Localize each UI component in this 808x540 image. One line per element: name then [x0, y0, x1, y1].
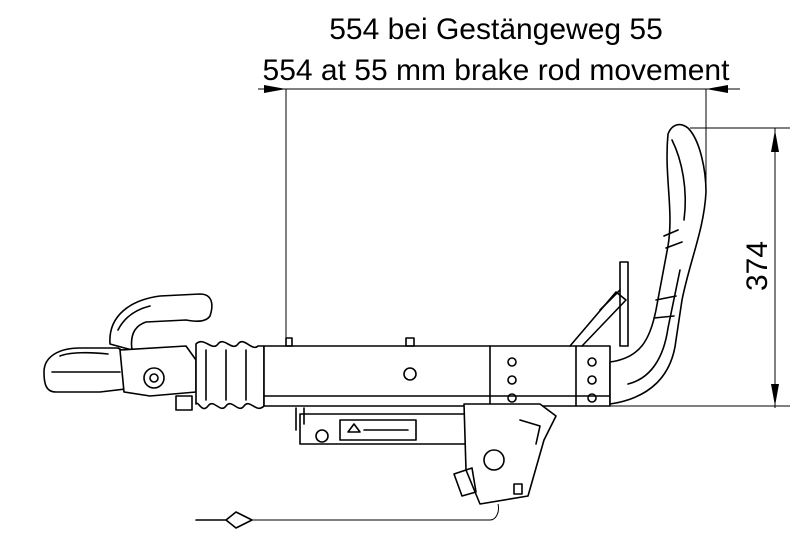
- dimension-arrow-bottom: [771, 384, 779, 406]
- dimension-title-german: 554 bei Gestängeweg 55: [329, 13, 663, 46]
- lower-mechanism: [295, 403, 557, 505]
- height-dimension-label: 374: [741, 241, 774, 291]
- dimension-arrow-left: [264, 85, 286, 93]
- brake-lever-plate: [463, 403, 557, 505]
- bellows: [195, 340, 265, 410]
- coupling-pivot: [143, 367, 165, 389]
- vertical-dimension: [610, 127, 790, 408]
- breakaway-cable: [195, 503, 499, 529]
- bolt-hex: [403, 367, 417, 381]
- coupling-lever: [109, 293, 213, 351]
- dimension-arrow-right: [706, 85, 728, 93]
- support-bracket: [569, 261, 629, 347]
- coupling-head: [43, 293, 213, 411]
- dimension-title-english: 554 at 55 mm brake rod movement: [263, 54, 731, 87]
- stabilizer-knob: [175, 395, 193, 411]
- drawbar-housing: [263, 337, 611, 407]
- dimension-arrow-top: [771, 130, 779, 152]
- handbrake-lever: [609, 123, 707, 405]
